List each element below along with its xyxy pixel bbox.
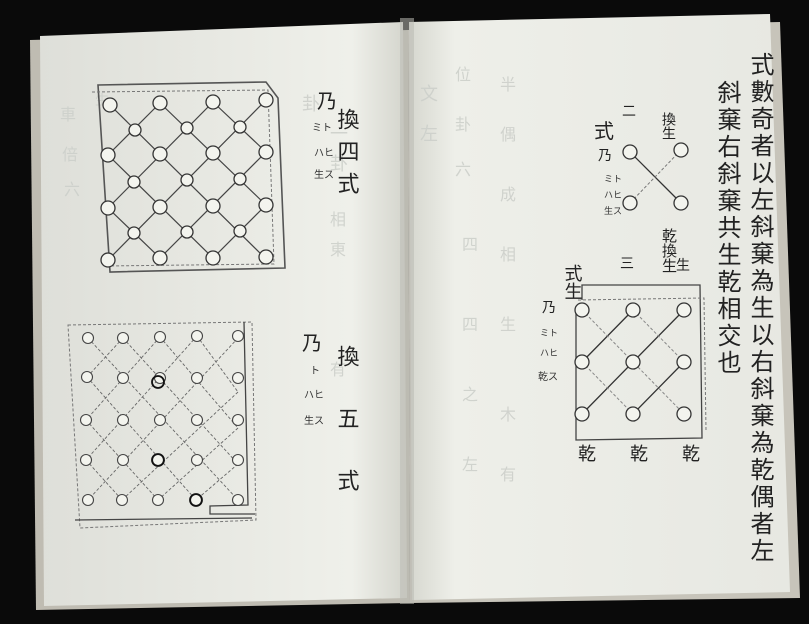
- svg-text:相: 相: [330, 210, 346, 229]
- svg-text:生: 生: [500, 315, 516, 334]
- svg-text:車: 車: [60, 105, 76, 124]
- big-head-right: 生: [676, 258, 690, 274]
- svg-text:文: 文: [420, 84, 438, 105]
- svg-text:左: 左: [420, 124, 438, 145]
- big-kana-3: 乾ス: [538, 370, 558, 383]
- svg-text:位: 位: [455, 65, 471, 84]
- svg-text:有: 有: [500, 465, 516, 484]
- svg-text:倍: 倍: [62, 145, 78, 164]
- svg-text:四: 四: [462, 235, 478, 254]
- left-bottom-kana-2: ハヒ: [304, 389, 324, 401]
- small-head-left: 式: [594, 119, 614, 143]
- big-kana-2: ハヒ: [540, 348, 558, 359]
- left-bottom-side-label: 乃: [302, 331, 322, 355]
- big-kana-1: ミト: [540, 329, 558, 339]
- big-bottom-label-1: 乾: [578, 444, 596, 465]
- svg-text:半: 半: [500, 75, 516, 94]
- svg-text:四: 四: [462, 315, 478, 334]
- left-top-kana-3: 生ス: [314, 168, 334, 181]
- svg-text:之: 之: [462, 385, 478, 404]
- small-kana-2: ハヒ: [604, 190, 622, 201]
- small-kana-3: 生ス: [604, 205, 622, 217]
- svg-text:左: 左: [462, 455, 478, 474]
- svg-text:相: 相: [500, 245, 516, 264]
- gutter-shadow: [400, 18, 414, 604]
- svg-text:卦: 卦: [455, 115, 471, 134]
- big-bottom-label-2: 乾: [630, 444, 648, 465]
- small-side-left: 乃: [598, 148, 612, 164]
- svg-text:六: 六: [455, 160, 471, 179]
- left-top-kana-2: ハヒ: [314, 147, 334, 159]
- big-head-left: 式生: [562, 264, 583, 300]
- text-column-2: 斜棄右斜棄共生乾相交也: [713, 80, 741, 377]
- small-head-mid: 二: [622, 104, 636, 120]
- big-head-mid: 三: [620, 256, 634, 272]
- left-bottom-kana-1: ト: [310, 366, 320, 377]
- big-side-left: 乃: [542, 300, 556, 316]
- svg-text:木: 木: [500, 405, 516, 424]
- small-head-right: 換生: [660, 112, 676, 140]
- left-bottom-kana-3: 生ス: [304, 414, 324, 427]
- small-kana-1: ミト: [604, 175, 622, 185]
- svg-text:成: 成: [500, 185, 516, 204]
- left-top-main-label: 換四式: [334, 108, 360, 204]
- text-column-1: 式數奇者以左斜棄為生以右斜棄為乾偶者左: [746, 52, 774, 565]
- svg-text:偶: 偶: [500, 125, 516, 144]
- left-top-kana-1: ミト: [312, 123, 332, 134]
- svg-text:六: 六: [64, 180, 80, 199]
- left-bottom-main-label: 換五式: [334, 345, 360, 531]
- big-bottom-label-3: 乾: [682, 444, 700, 465]
- svg-text:東: 東: [330, 240, 346, 259]
